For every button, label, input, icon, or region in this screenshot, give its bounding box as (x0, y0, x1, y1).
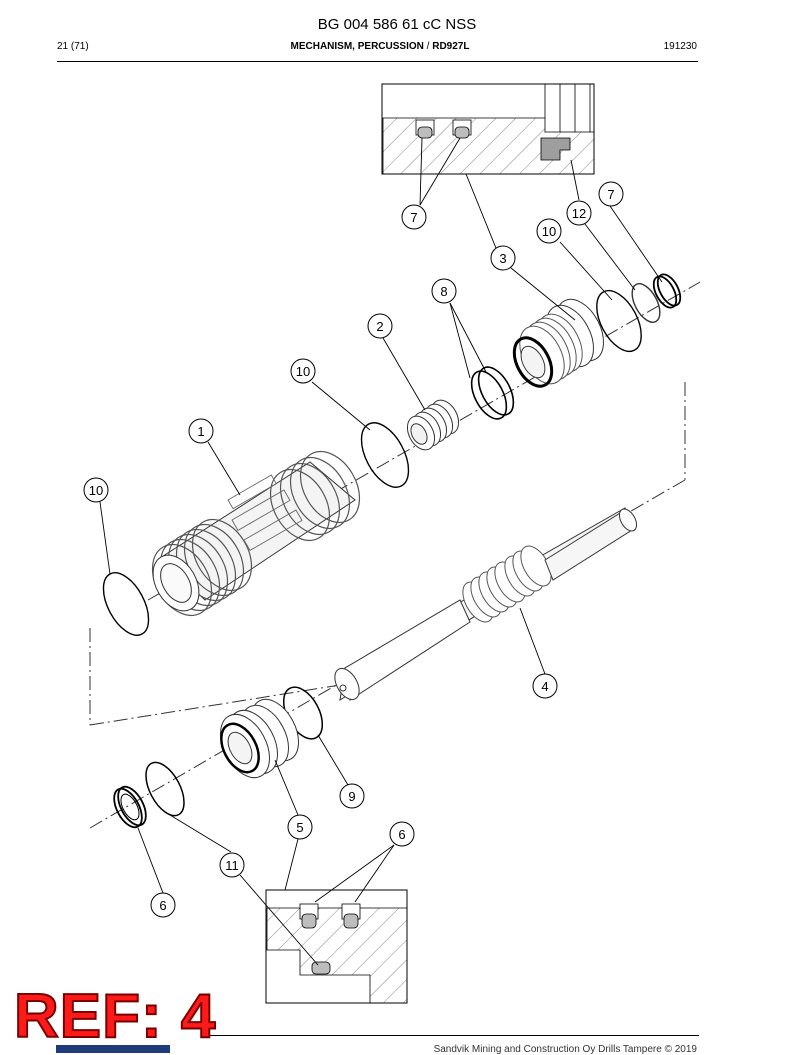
callout-6-bottom-right-label: 6 (398, 827, 405, 842)
part-3-seal-housing (512, 298, 604, 388)
callout-2: 2 (367, 313, 393, 339)
section-separator: / (423, 41, 433, 52)
callout-11: 11 (219, 852, 245, 878)
callout-10-left: 10 (83, 477, 109, 503)
page-number: 21 (71) (57, 41, 89, 52)
leader-lines (99, 137, 663, 966)
part-12-ring (631, 283, 661, 323)
part-10-o-ring-right (596, 289, 642, 353)
part-11-o-ring (145, 761, 185, 817)
callout-10-middle-label: 10 (296, 364, 310, 379)
callout-10-right-label: 10 (542, 224, 556, 239)
callout-7-right: 7 (598, 181, 624, 207)
callout-4: 4 (532, 673, 558, 699)
callout-12: 12 (566, 200, 592, 226)
part-4-piston (334, 507, 638, 701)
header-rule (57, 61, 698, 62)
part-2-bushing (406, 399, 460, 451)
callout-6-bottom-right: 6 (389, 821, 415, 847)
callout-3: 3 (490, 245, 516, 271)
part-7-seal-right (652, 273, 682, 309)
callout-9: 9 (339, 783, 365, 809)
part-5-front-housing (220, 698, 299, 779)
document-date: 191230 (663, 41, 697, 52)
callout-10-left-label: 10 (89, 483, 103, 498)
callout-7-top: 7 (401, 204, 427, 230)
part-8-rings (470, 366, 515, 420)
callout-10-middle: 10 (290, 358, 316, 384)
callout-7-right-label: 7 (607, 187, 614, 202)
footer-rule (205, 1035, 699, 1036)
part-1-cylinder (151, 451, 361, 616)
callout-5-label: 5 (296, 820, 303, 835)
callout-9-label: 9 (348, 789, 355, 804)
footer-copyright: Sandvik Mining and Construction Oy Drill… (433, 1044, 697, 1055)
ref-label: REF: 4 (13, 982, 217, 1051)
callout-1-label: 1 (197, 424, 204, 439)
part-10-o-ring-left (102, 572, 150, 636)
part-6-seal-left (113, 785, 147, 829)
sandvik-logo (56, 1045, 170, 1053)
callout-6-left: 6 (150, 892, 176, 918)
callout-12-label: 12 (572, 206, 586, 221)
detail-inset-top (381, 83, 595, 175)
callout-7-top-label: 7 (410, 210, 417, 225)
callout-8-label: 8 (440, 284, 447, 299)
callout-3-label: 3 (499, 251, 506, 266)
part-10-o-ring-middle (360, 422, 410, 488)
callout-11-label: 11 (225, 858, 239, 873)
document-title: BG 004 586 61 cC NSS (317, 16, 477, 33)
callout-10-right: 10 (536, 218, 562, 244)
section-name: MECHANISM, PERCUSSION (290, 41, 424, 52)
callout-2-label: 2 (376, 319, 383, 334)
callout-1: 1 (188, 418, 214, 444)
callout-8: 8 (431, 278, 457, 304)
callout-5: 5 (287, 814, 313, 840)
section-title: MECHANISM, PERCUSSION / RD927L (0, 41, 760, 52)
detail-inset-bottom (265, 889, 408, 1004)
callout-6-left-label: 6 (159, 898, 166, 913)
section-model: RD927L (432, 41, 470, 52)
callout-4-label: 4 (541, 679, 548, 694)
